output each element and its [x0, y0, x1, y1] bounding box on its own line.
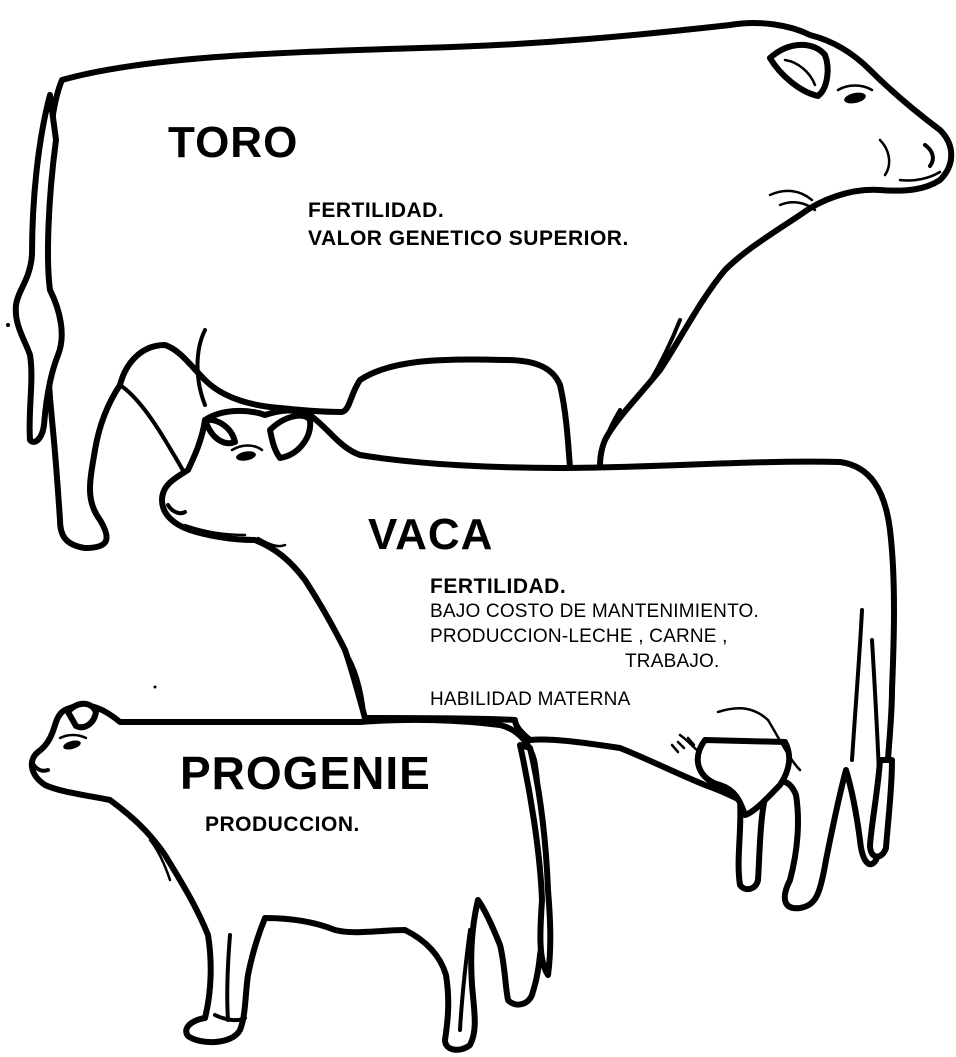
cow-trait: HABILIDAD MATERNA — [430, 689, 631, 710]
progeny-tail — [517, 742, 554, 978]
bull-outline — [43, 20, 955, 551]
bull-drawing — [12, 20, 955, 551]
cow-ear-right — [267, 412, 314, 461]
bull-trait: FERTILIDAD. — [308, 199, 445, 222]
progeny-title: PROGENIE — [180, 747, 431, 799]
cow-title: VACA — [368, 510, 494, 559]
bull-eye — [844, 92, 866, 104]
bull-trait: VALOR GENETICO SUPERIOR. — [308, 227, 629, 250]
cow-trait: FERTILIDAD. — [430, 575, 567, 598]
progeny-drawing — [28, 700, 554, 1053]
cow-trait: BAJO COSTO DE MANTENIMIENTO. — [430, 601, 759, 622]
bull-title: TORO — [168, 118, 299, 167]
cow-eye — [236, 451, 256, 461]
cow-trait: TRABAJO. — [625, 651, 720, 672]
cow-tail — [867, 757, 895, 860]
progeny-trait: PRODUCCION. — [205, 813, 360, 836]
cow-trait: PRODUCCION-LECHE , CARNE , — [430, 626, 728, 647]
cow-ear-left — [202, 416, 238, 447]
progeny-eye — [63, 740, 81, 750]
cow-udder — [694, 737, 793, 818]
cow-drawing — [159, 407, 897, 912]
progeny-ear — [65, 700, 99, 731]
bull-tail — [12, 92, 65, 445]
